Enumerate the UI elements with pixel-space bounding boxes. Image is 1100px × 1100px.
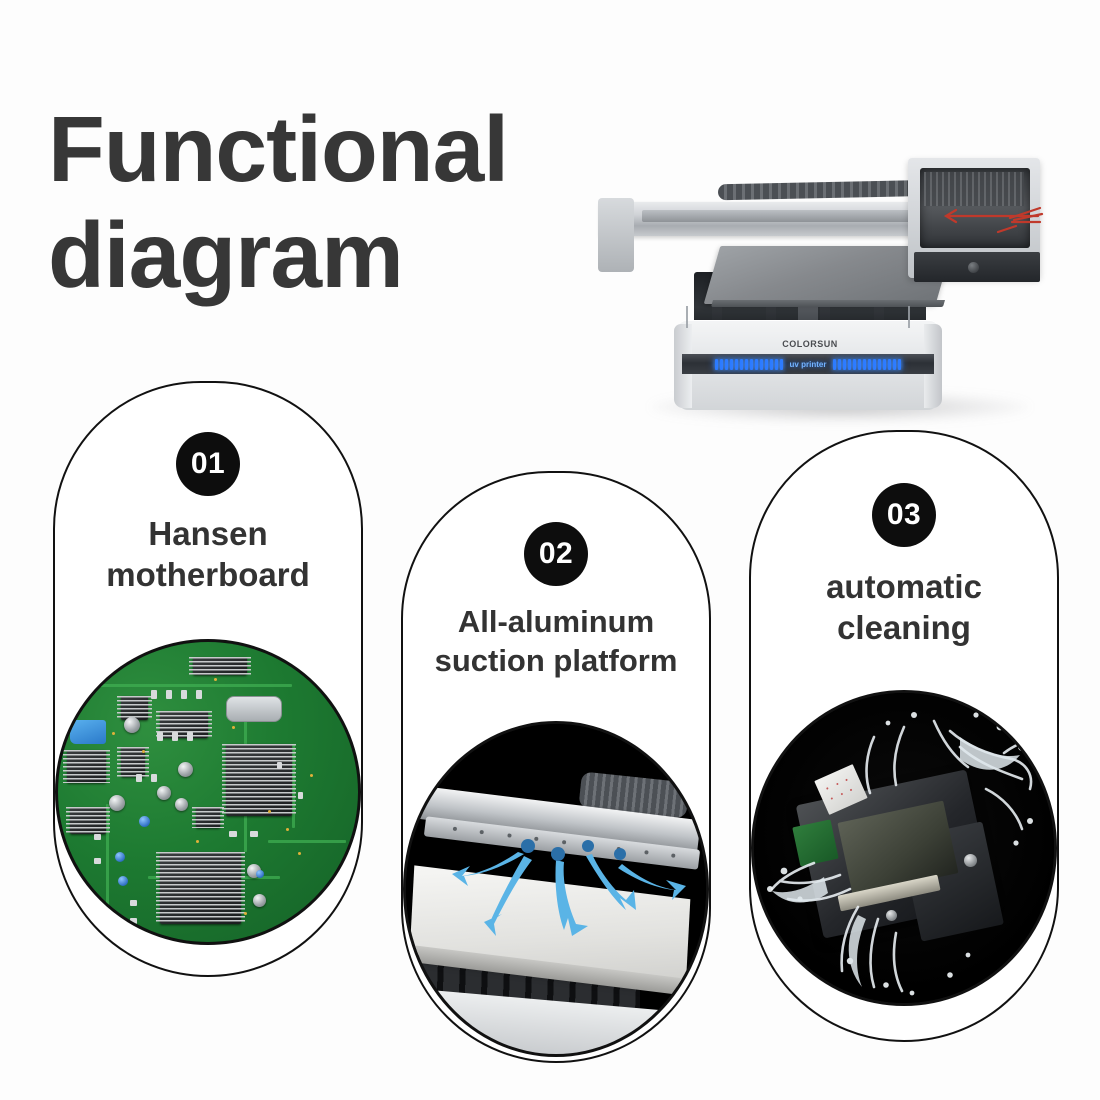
page-title-line-2: diagram [48, 203, 404, 308]
page-title: Functional diagram [48, 96, 648, 308]
printer-gantry-rail [642, 210, 928, 222]
feature-card-01[interactable]: 01 Hansen motherboard [53, 381, 363, 977]
printer-product-image: COLORSUN uv printer [590, 140, 1070, 430]
card-number-badge: 03 [872, 483, 936, 547]
card-label: automatic cleaning [826, 568, 982, 647]
circuit-board-photo [55, 639, 361, 945]
feature-card-02[interactable]: 02 All-aluminum suction platform [401, 471, 711, 1063]
suction-platform-photo [403, 721, 709, 1057]
card-number-badge: 02 [524, 522, 588, 586]
airflow-arrows-icon [452, 839, 686, 936]
suction-platform-artwork [406, 724, 706, 1054]
card-label: All-aluminum suction platform [434, 604, 678, 678]
water-splash-icon [767, 712, 1052, 996]
page-title-line-1: Functional [48, 97, 509, 201]
printer-led-text: uv printer [789, 359, 827, 369]
printer-head-knob [968, 262, 979, 273]
feature-card-03[interactable]: 03 automatic cleaning [749, 430, 1059, 1042]
printer-led-strip: uv printer [682, 354, 934, 374]
card-label: Hansen motherboard [106, 515, 310, 594]
printer-vent-left [686, 306, 708, 328]
card-number-badge: 01 [176, 432, 240, 496]
print-head-cleaning-photo [751, 690, 1057, 1006]
printer-gantry-end-cap [598, 198, 634, 272]
printer-vent-right [908, 306, 930, 328]
print-head-screw-1 [964, 854, 977, 868]
printer-head-comb [924, 172, 1024, 206]
print-head-screw-2 [886, 910, 897, 921]
pcb-artwork [58, 642, 358, 942]
printer-brand-logo: COLORSUN [782, 339, 838, 349]
print-head-artwork [754, 693, 1054, 1003]
